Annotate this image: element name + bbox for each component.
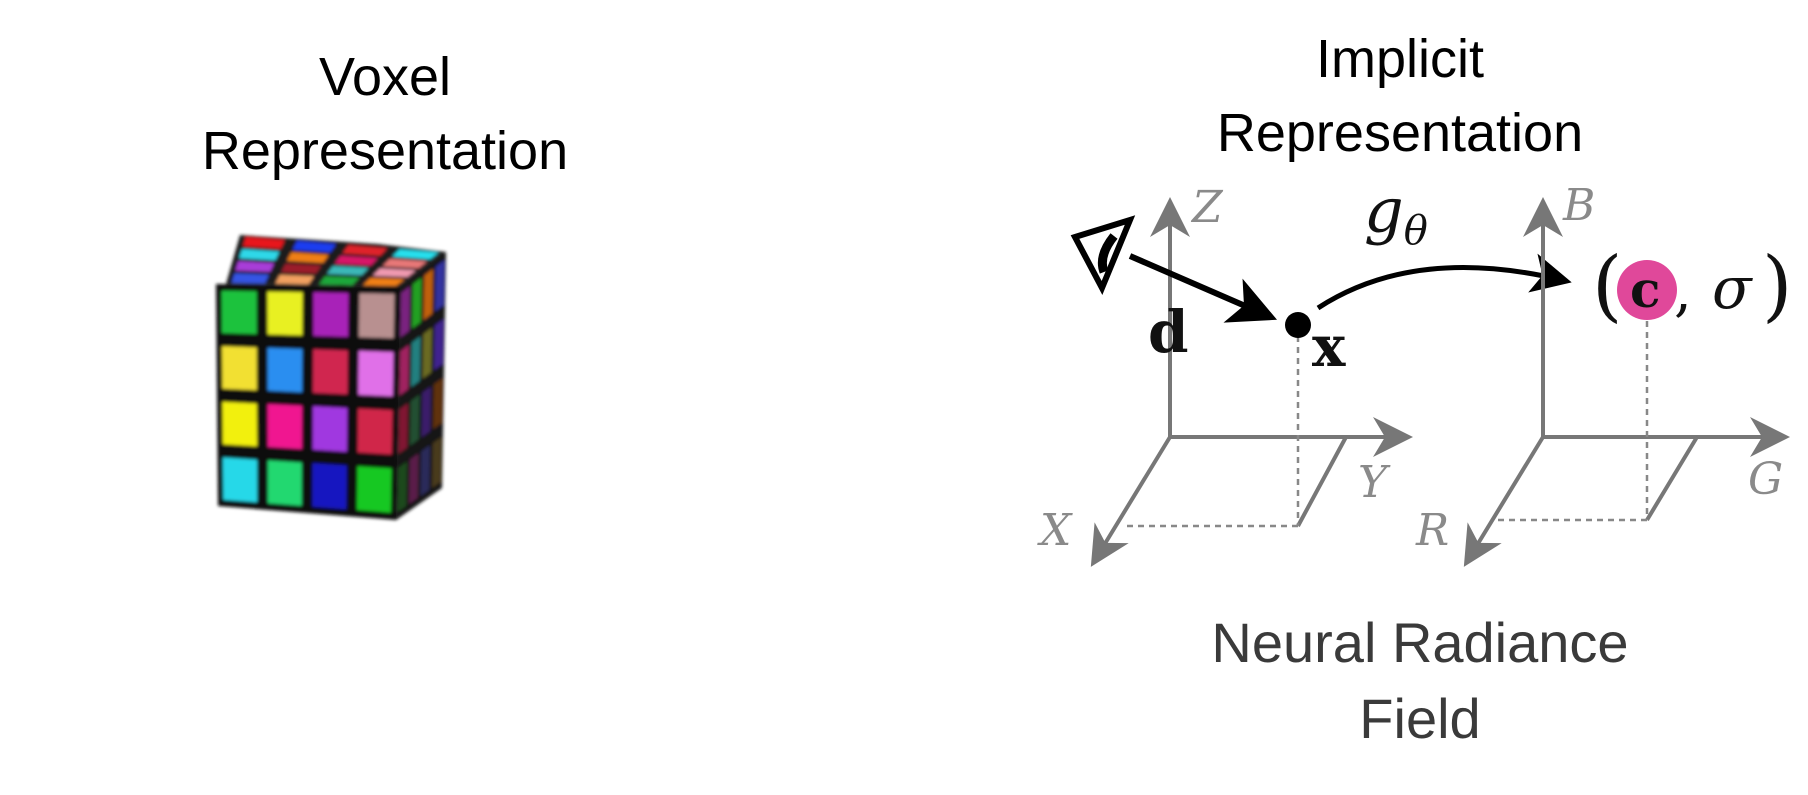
voxel-top-cell [392,249,439,260]
output-separator: , [1674,259,1692,324]
cube-top-cells [231,237,439,286]
voxel-front-cell [312,406,348,452]
voxel-front-cell [358,350,394,397]
voxel-front-cell [313,349,348,395]
voxel-cube [216,235,446,520]
rgb-axes [1463,197,1790,567]
voxel-top-cell [239,249,280,261]
voxel-side-cell [421,386,431,438]
voxel-front-cell [222,457,258,503]
mapping-arrow [1316,253,1572,311]
color-highlight [1617,260,1677,320]
voxel-front-cell [313,292,349,337]
voxel-side-cell [398,403,408,454]
voxel-top-cell [281,263,322,274]
rgb-projection-lines [1496,310,1649,522]
voxel-side-cell [435,260,445,312]
output-density-label: σ [1712,254,1753,322]
voxel-side-cell [400,286,410,338]
voxel-top-cell [372,268,416,277]
voxel-side-cell [422,327,432,379]
voxel-side-cell [434,319,444,371]
function-label: gθ [1364,174,1428,254]
implicit-title-line1: Implicit [1315,29,1484,89]
output-color-label: c [1630,260,1660,319]
xy-plane-edge [1296,436,1348,527]
voxel-front-cell [222,401,257,447]
voxel-side-cell [432,437,442,488]
voxel-front-cell [267,404,302,449]
x-axis [1090,435,1172,567]
voxel-front-cell [267,460,302,506]
voxel-top-cell [334,255,378,266]
voxel-front-cell [222,346,257,391]
output-open-paren: ( [1592,241,1622,331]
output-close-paren: ) [1762,241,1792,331]
xyz-axes [1090,197,1413,567]
voxel-top-cell [326,266,369,276]
b-axis-label: B [1562,180,1595,231]
sample-point [1285,312,1311,338]
voxel-front-cell [357,408,393,455]
function-name: g [1364,174,1404,247]
view-direction-arrow [1128,253,1278,323]
function-subscript: θ [1404,208,1428,254]
camera-eye-icon [1070,215,1136,296]
cube-side-cells [397,260,445,512]
voxel-front-cell [221,290,257,334]
cube-front-face-base [216,284,400,520]
voxel-front-cell [267,347,303,393]
r-axis [1463,435,1545,567]
voxel-top-cell [319,276,360,285]
voxel-top-cell [382,258,428,269]
voxel-title-line1: Voxel [318,47,452,107]
voxel-top-cell [286,252,329,263]
voxel-side-cell [433,378,443,430]
voxel-top-cell [235,261,275,272]
voxel-top-cell [342,245,388,256]
voxel-title: Voxel Representation [150,40,620,188]
r-axis-label: R [1415,505,1449,556]
y-axis-label: Y [1358,457,1391,508]
x-axis-label: X [1037,505,1073,556]
voxel-top-cell [362,278,405,286]
voxel-side-cell [397,461,407,512]
voxel-side-cell [411,336,421,388]
nerf-caption: Neural Radiance Field [1140,605,1700,757]
point-label: x [1312,314,1346,380]
voxel-top-cell [231,273,269,284]
voxel-title-line2: Representation [201,121,569,181]
nerf-caption-line1: Neural Radiance [1211,611,1629,674]
g-axis-label: G [1748,454,1783,505]
direction-label: d [1148,298,1189,366]
cube-front-cells [221,290,395,513]
voxel-top-cell [242,237,285,249]
implicit-title-line2: Representation [1216,103,1584,163]
voxel-side-cell [423,268,433,321]
z-axis-label: Z [1190,182,1224,233]
voxel-top-cell [292,241,336,253]
voxel-side-cell [409,453,419,504]
voxel-side-cell [410,394,420,446]
xyz-projection-lines [1122,325,1300,528]
voxel-front-cell [358,293,395,339]
voxel-front-cell [356,466,392,513]
nerf-caption-line2: Field [1359,687,1481,750]
rg-plane-edge [1645,435,1699,522]
voxel-top-cell [275,274,315,285]
voxel-front-cell [267,291,303,336]
voxel-side-cell [420,445,430,496]
voxel-side-cell [412,277,422,329]
voxel-front-cell [312,463,347,510]
implicit-title: Implicit Representation [1150,22,1650,170]
voxel-side-cell [399,344,409,396]
